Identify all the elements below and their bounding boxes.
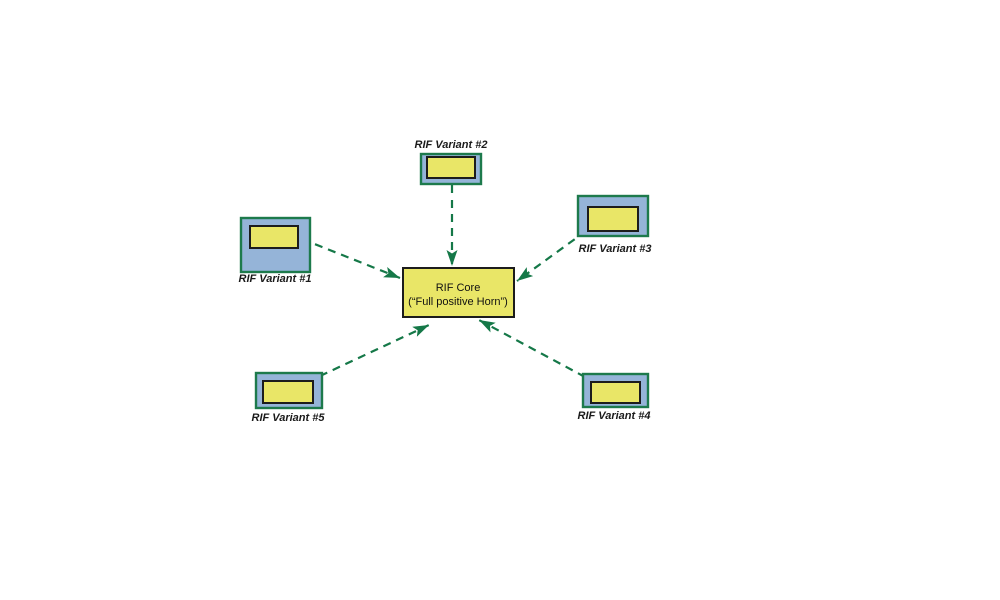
- arrow-variant5-line: [319, 324, 430, 377]
- arrow-variant3-line: [516, 230, 587, 282]
- arrow-variant4-to-core: [478, 319, 593, 383]
- core-subtitle: (“Full positive Horn”): [408, 296, 508, 308]
- core-box: [402, 267, 515, 318]
- variant-node-5: RIF Variant #5: [252, 371, 326, 424]
- variant-4-inner-box: [590, 381, 641, 404]
- variant-node-3: RIF Variant #3: [576, 194, 652, 255]
- variant-2-label: RIF Variant #2: [415, 139, 488, 151]
- arrow-variant1-line: [301, 237, 401, 280]
- variant-1-label: RIF Variant #1: [239, 273, 312, 285]
- variant-5-inner-box: [262, 380, 314, 404]
- arrow-variant5-to-core: [310, 324, 430, 383]
- variant-5-label: RIF Variant #5: [252, 412, 326, 424]
- variant-node-1: RIF Variant #1: [239, 216, 312, 285]
- variant-3-inner-box: [587, 206, 639, 232]
- core-node: RIF Core (“Full positive Horn”): [402, 267, 515, 318]
- variant-node-2: RIF Variant #2: [415, 139, 488, 186]
- variant-3-label: RIF Variant #3: [579, 243, 652, 255]
- variant-4-label: RIF Variant #4: [578, 410, 651, 422]
- arrow-variant1-to-core: [301, 237, 401, 280]
- variant-2-inner-box: [426, 156, 476, 179]
- variant-1-inner-box: [249, 225, 299, 249]
- arrow-variant4-line: [478, 319, 586, 378]
- variant-node-4: RIF Variant #4: [578, 372, 651, 422]
- core-title: RIF Core: [436, 282, 481, 294]
